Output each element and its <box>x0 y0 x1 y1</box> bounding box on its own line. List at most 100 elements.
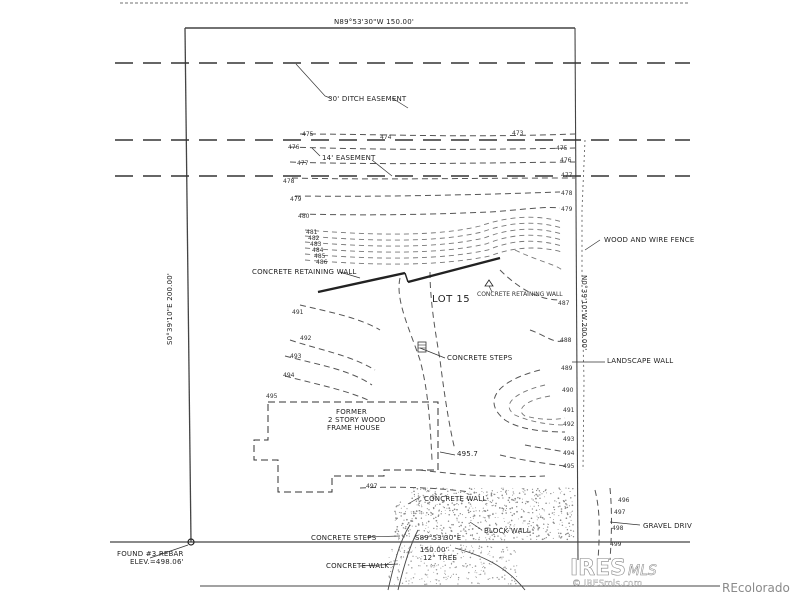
stipple-dot <box>502 497 504 499</box>
stipple-dot <box>538 502 539 504</box>
stipple-dot <box>559 505 561 507</box>
stipple-dot <box>554 500 556 502</box>
stipple-dot <box>417 495 420 497</box>
stipple-dot <box>470 510 472 513</box>
stipple-dot <box>438 514 440 516</box>
stipple-dot <box>438 496 440 498</box>
stipple-dot <box>516 536 518 538</box>
stipple-dot <box>565 499 567 502</box>
contour-label: 476 <box>560 157 572 164</box>
stipple-dot <box>443 561 445 562</box>
stipple-dot <box>436 572 439 575</box>
stipple-dot <box>463 555 465 557</box>
stipple-dot <box>468 487 471 490</box>
stipple-dot <box>464 551 466 553</box>
stipple-dot <box>492 499 494 501</box>
stipple-dot <box>530 517 533 520</box>
stipple-dot <box>474 571 476 573</box>
stipple-dot <box>513 550 515 552</box>
stipple-dot <box>457 533 459 535</box>
stipple-dot <box>407 564 410 566</box>
stipple-dot <box>419 557 421 558</box>
leader-lines <box>149 63 641 567</box>
stipple-dot <box>548 534 550 537</box>
stipple-dot <box>481 530 483 531</box>
stipple-dot <box>460 547 463 549</box>
stipple-dot <box>520 515 523 518</box>
stipple-dot <box>435 516 437 519</box>
stipple-dot <box>416 488 419 490</box>
stipple-dot <box>418 500 420 503</box>
stipple-dot <box>474 496 476 498</box>
stipple-dot <box>533 527 535 529</box>
stipple-dot <box>477 522 479 524</box>
stipple-dot <box>455 503 457 505</box>
stipple-dot <box>468 507 470 509</box>
stipple-dot <box>472 537 475 540</box>
stipple-dot <box>501 538 503 541</box>
stipple-dot <box>433 566 435 568</box>
stipple-dot <box>531 508 534 510</box>
stipple-dot <box>436 503 438 505</box>
stipple-dot <box>424 580 426 582</box>
stipple-dot <box>559 532 562 535</box>
stipple-dot <box>507 490 509 491</box>
stipple-dot <box>430 495 432 497</box>
stipple-dot <box>484 572 486 574</box>
stipple-dot <box>550 492 552 495</box>
ires-watermark: IRES MLS © IRESmls.com <box>537 553 657 589</box>
stipple-dot <box>448 507 451 509</box>
stipple-dot <box>540 515 542 517</box>
stipple-dot <box>415 510 418 512</box>
stipple-dot <box>565 517 568 520</box>
stipple-dot <box>410 511 412 513</box>
stipple-dot <box>408 583 410 585</box>
stipple-dot <box>528 526 530 528</box>
stipple-dot <box>470 545 473 547</box>
stipple-dot <box>460 502 463 505</box>
stipple-dot <box>465 566 468 568</box>
contour-label: 475 <box>556 145 568 152</box>
stipple-dot <box>509 527 511 530</box>
stipple-dot <box>504 566 506 568</box>
stipple-dot <box>519 527 522 530</box>
stipple-dot <box>439 493 442 496</box>
stipple-dot <box>522 488 525 490</box>
stipple-dot <box>411 582 413 584</box>
contour-label: 486 <box>316 259 328 266</box>
stipple-dot <box>473 514 476 517</box>
stipple-dot <box>568 535 571 538</box>
contour-label: 497 <box>366 483 378 490</box>
stipple-dot <box>545 492 547 494</box>
stipple-dot <box>515 502 517 504</box>
stipple-dot <box>411 497 413 500</box>
stipple-dot <box>449 527 452 529</box>
stipple-dot <box>502 548 504 551</box>
stipple-dot <box>390 561 392 563</box>
stipple-dot <box>462 529 464 531</box>
stipple-dot <box>481 488 483 489</box>
stipple-dot <box>438 536 440 538</box>
contour-label: 489 <box>561 365 573 372</box>
stipple-dot <box>478 545 481 547</box>
stipple-dot <box>446 507 448 509</box>
stipple-dot <box>535 489 538 492</box>
stipple-dot <box>511 579 513 582</box>
stipple-dot <box>570 535 572 537</box>
stipple-dot <box>410 560 412 562</box>
stipple-dot <box>480 552 482 554</box>
stipple-dot <box>544 496 545 498</box>
stipple-dot <box>571 511 573 513</box>
stipple-dot <box>452 550 454 552</box>
stipple-dot <box>469 503 472 505</box>
stipple-dot <box>510 553 512 555</box>
stipple-dot <box>532 529 534 531</box>
stipple-dot <box>427 531 430 534</box>
stipple-dot <box>442 506 444 508</box>
stipple-dot <box>421 513 423 515</box>
stipple-dot <box>539 494 541 496</box>
stipple-dot <box>484 566 486 569</box>
stipple-dot <box>563 493 566 496</box>
stipple-dot <box>402 535 404 538</box>
stipple-dot <box>428 501 431 504</box>
